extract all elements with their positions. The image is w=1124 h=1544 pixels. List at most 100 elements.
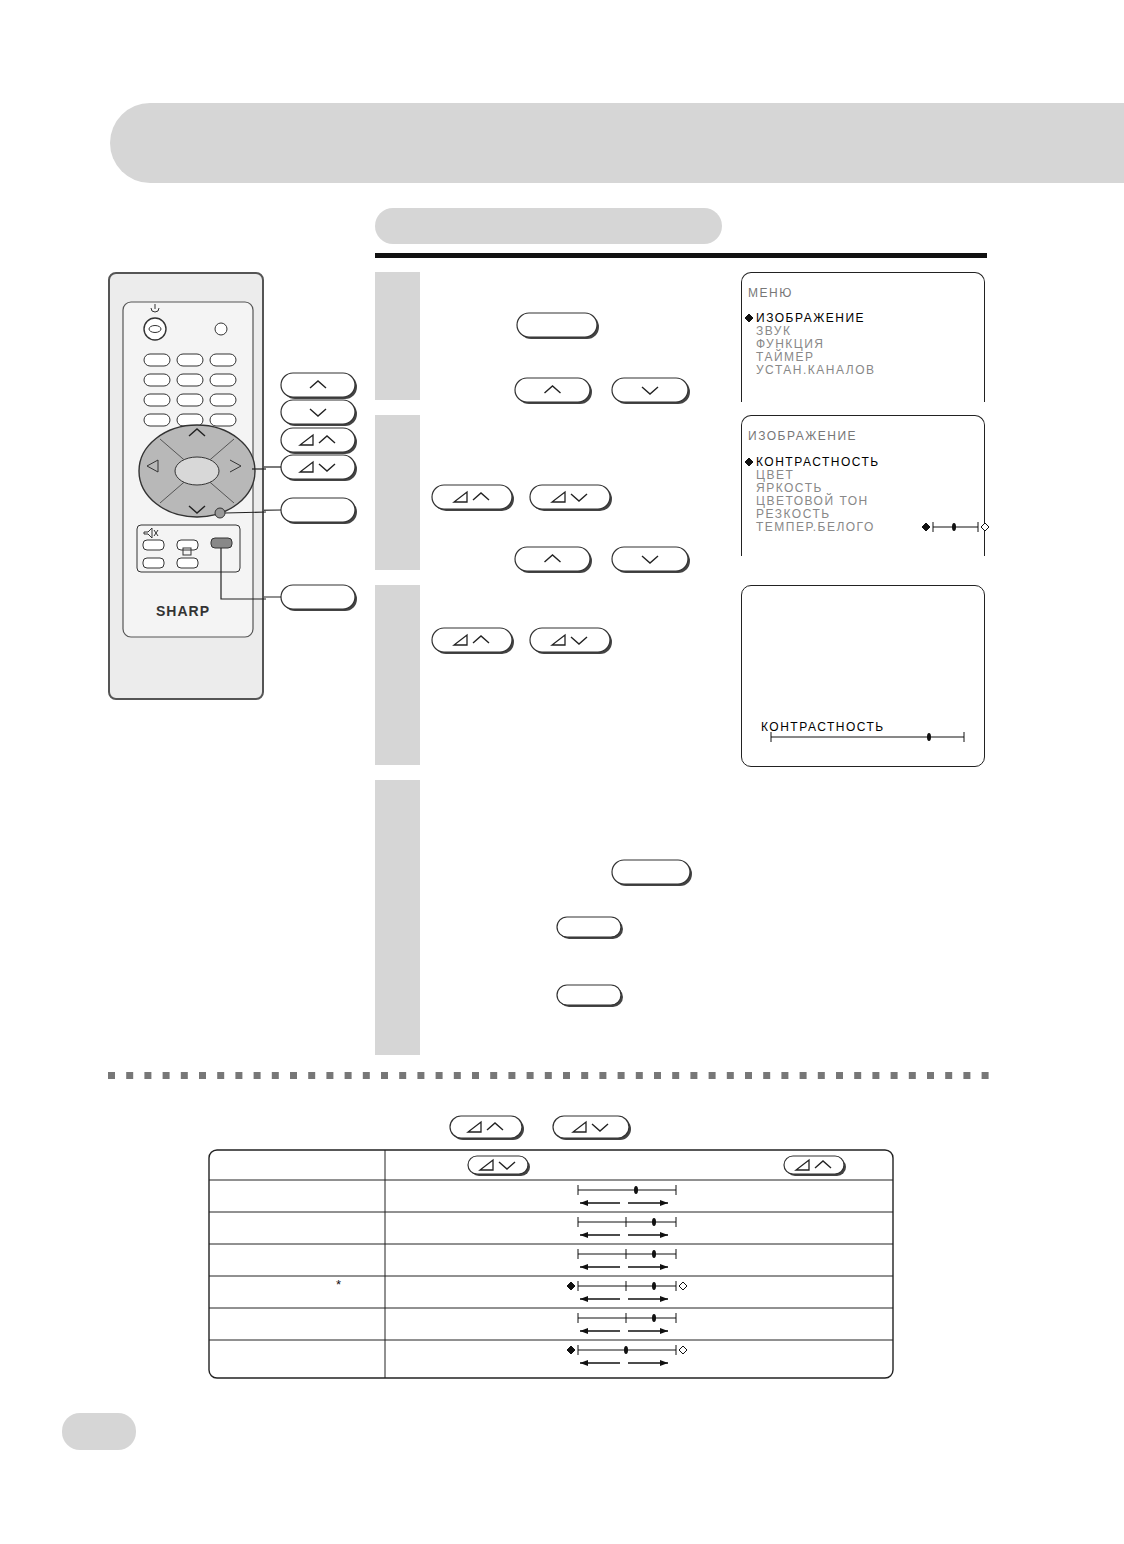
- menu-item: ИЗОБРАЖЕНИЕ: [748, 430, 857, 442]
- volume-symbol: [454, 492, 467, 502]
- function-button: [211, 538, 232, 548]
- step-block: [375, 415, 420, 570]
- number-button: [177, 414, 203, 426]
- arrow-head: [660, 1200, 668, 1206]
- chevron-symbol: [310, 409, 326, 416]
- leader-line: [221, 548, 266, 599]
- chevron-symbol: [545, 555, 561, 562]
- menu-item: ЯРКОСТЬ: [756, 482, 823, 494]
- slider-tick: [578, 1185, 579, 1195]
- dotted-separator: [618, 1072, 625, 1079]
- footnote-mark: *: [336, 1278, 341, 1291]
- button: [468, 1156, 528, 1174]
- button: [557, 917, 621, 937]
- number-button: [177, 394, 203, 406]
- function-button: [143, 540, 164, 550]
- volume-symbol: [468, 1122, 481, 1132]
- volume-symbol: [147, 460, 241, 472]
- chevron-symbol: [319, 464, 335, 471]
- lower-panel: [137, 525, 240, 572]
- chevron-symbol: [571, 494, 587, 501]
- dotted-separator: [381, 1072, 388, 1079]
- dotted-separator: [545, 1072, 552, 1079]
- slider-tick: [626, 1217, 627, 1227]
- dotted-separator: [818, 1072, 825, 1079]
- cursor-pad: [139, 425, 255, 517]
- slider-tick: [626, 1281, 627, 1291]
- dotted-separator: [727, 1072, 734, 1079]
- menu-item: ЗВУК: [756, 325, 791, 337]
- dotted-separator: [872, 1072, 879, 1079]
- brand-logo: SHARP: [156, 604, 210, 618]
- slider-tick: [676, 1313, 677, 1323]
- menu-button: [215, 508, 225, 518]
- volume-symbol: [573, 1122, 586, 1132]
- step-block: [375, 272, 420, 400]
- number-button: [210, 354, 236, 366]
- cursor-pad-divider: [160, 439, 234, 503]
- slider-tick: [626, 1313, 627, 1323]
- diamond-symbol: [745, 458, 753, 466]
- slider-tick: [578, 1217, 579, 1227]
- arrow-head: [580, 1232, 588, 1238]
- volume-symbol: [454, 635, 467, 645]
- diamond-symbol: [567, 1282, 575, 1290]
- slider-tick: [978, 522, 979, 532]
- button: [450, 1116, 522, 1138]
- dotted-separator: [144, 1072, 151, 1079]
- slider-line: [578, 1190, 676, 1191]
- dotted-separator: [272, 1072, 279, 1079]
- chevron-symbol: [487, 1123, 503, 1130]
- chevron-symbol: [499, 1162, 515, 1169]
- button: [515, 378, 590, 402]
- button: [281, 498, 355, 522]
- adjust-screen: КОНТРАСТНОСТЬ: [741, 585, 985, 767]
- slider-marker: [952, 523, 956, 531]
- power-button: [149, 326, 161, 333]
- arrow-head: [580, 1200, 588, 1206]
- page-number-tab: [62, 1413, 136, 1450]
- chevron-symbol: [545, 386, 561, 393]
- slider-marker: [624, 1346, 628, 1354]
- table-frame: [209, 1150, 893, 1378]
- chevron-symbol: [310, 381, 326, 388]
- chevron-symbol: [189, 506, 205, 513]
- dotted-separator: [417, 1072, 424, 1079]
- number-button: [144, 414, 170, 426]
- slider-tick: [626, 1249, 627, 1259]
- dotted-separator: [909, 1072, 916, 1079]
- number-button: [210, 394, 236, 406]
- section-pill: [375, 208, 722, 244]
- slider-marker: [634, 1186, 638, 1194]
- volume-symbol: [796, 1160, 809, 1170]
- slider-tick: [933, 522, 934, 532]
- dotted-separator: [763, 1072, 770, 1079]
- table-rule: [209, 1180, 893, 1181]
- slider-tick: [578, 1281, 579, 1291]
- button: [432, 485, 512, 509]
- slider-line: [578, 1286, 676, 1287]
- button: [553, 1116, 629, 1138]
- menu-item: ЦВЕТ: [756, 469, 794, 481]
- dotted-separator: [709, 1072, 716, 1079]
- table-rule: [209, 1212, 893, 1213]
- chevron-symbol: [642, 556, 658, 563]
- button: [612, 547, 688, 571]
- slider-tick: [578, 1313, 579, 1323]
- menu-item: ТЕМПЕР.БЕЛОГО: [756, 521, 875, 533]
- dotted-separator: [308, 1072, 315, 1079]
- dotted-separator: [163, 1072, 170, 1079]
- step-block: [375, 585, 420, 765]
- dotted-separator: [454, 1072, 461, 1079]
- dotted-separator: [599, 1072, 606, 1079]
- dotted-separator: [654, 1072, 661, 1079]
- slider-tick: [676, 1249, 677, 1259]
- slider-marker: [652, 1282, 656, 1290]
- diamond-symbol: [679, 1346, 687, 1354]
- diamond-symbol: [922, 523, 930, 531]
- dotted-separator: [363, 1072, 370, 1079]
- diamond-symbol: [981, 523, 989, 531]
- power-button: [144, 318, 166, 340]
- screen-graphics: [742, 586, 986, 768]
- arrow-head: [580, 1328, 588, 1334]
